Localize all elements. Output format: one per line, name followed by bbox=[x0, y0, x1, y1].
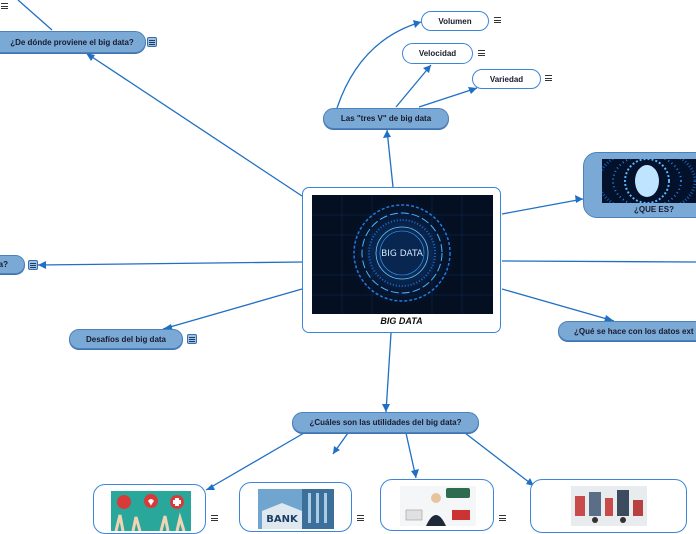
central-topic-title: BIG DATA bbox=[380, 316, 423, 326]
arrowhead bbox=[413, 20, 421, 28]
central-topic-big-data[interactable]: BIG DATA BIG DATA bbox=[302, 187, 501, 333]
connector-center-desafios bbox=[162, 288, 303, 330]
utilidad-card-bank[interactable]: BANK bbox=[239, 482, 352, 532]
arrowhead bbox=[411, 469, 419, 478]
utilidad-card-health[interactable] bbox=[93, 484, 206, 534]
connector-utilidades-card4 bbox=[464, 432, 535, 487]
topic-label: ¿QUE ES? bbox=[633, 205, 674, 214]
notes-icon[interactable] bbox=[1, 2, 8, 10]
topic-tres-v[interactable]: Las "tres V" de big data bbox=[323, 108, 449, 129]
businessman-image bbox=[400, 486, 476, 526]
arrowhead bbox=[468, 87, 477, 94]
arrowhead bbox=[383, 130, 391, 138]
binary-tunnel-image bbox=[602, 159, 696, 203]
utilidad-card-business[interactable] bbox=[380, 479, 494, 531]
notes-icon[interactable] bbox=[545, 74, 552, 82]
topic-label: ¿Cuáles son las utilidades del big data? bbox=[309, 418, 462, 427]
topic-desafios[interactable]: Desafíos del big data bbox=[69, 329, 183, 349]
notes-icon[interactable] bbox=[478, 49, 485, 57]
arrowhead bbox=[333, 446, 340, 454]
connector-center-que-se-hace bbox=[501, 288, 615, 322]
connector-center-de-donde bbox=[85, 52, 303, 197]
arrowhead bbox=[206, 484, 215, 490]
topic-label: ¿De dónde proviene el big data? bbox=[10, 37, 134, 47]
connector-utilidades-card1 bbox=[205, 432, 305, 491]
topic-que-es[interactable]: ¿QUE ES? bbox=[583, 152, 696, 218]
arrowhead bbox=[38, 261, 46, 269]
connector-center-utilidades bbox=[385, 332, 392, 413]
arrowhead bbox=[86, 53, 95, 61]
topic-label: ¿Qué se hace con los datos ext bbox=[574, 326, 694, 336]
people-charts-image bbox=[571, 486, 647, 526]
notes-icon[interactable] bbox=[211, 514, 218, 522]
topic-label: Las "tres V" de big data bbox=[340, 114, 432, 123]
subtopic-variedad[interactable]: Variedad bbox=[472, 69, 541, 89]
connector-tres-v-volumen bbox=[336, 21, 422, 109]
subtopic-label: Volumen bbox=[438, 16, 472, 26]
bank-building-image: BANK bbox=[258, 489, 334, 529]
topic-que-se-hace[interactable]: ¿Qué se hace con los datos ext bbox=[558, 321, 696, 341]
utilidad-card-people[interactable] bbox=[530, 479, 687, 533]
subtopic-label: Velocidad bbox=[418, 49, 457, 58]
connector-center-tres-v bbox=[386, 129, 394, 188]
notes-icon[interactable] bbox=[187, 334, 197, 344]
topic-de-donde-proviene[interactable]: ¿De dónde proviene el big data? bbox=[0, 31, 146, 53]
topic-left-partial[interactable]: a? bbox=[0, 255, 25, 274]
arrowhead bbox=[575, 195, 583, 203]
topic-label: a? bbox=[0, 260, 8, 269]
notes-icon[interactable] bbox=[494, 16, 501, 24]
arrowhead bbox=[382, 404, 390, 412]
topic-label: Desafíos del big data bbox=[85, 334, 167, 344]
notes-icon[interactable] bbox=[28, 260, 38, 270]
subtopic-label: Variedad bbox=[489, 74, 524, 84]
connector-center-right bbox=[501, 260, 696, 263]
big-data-image-text: BIG DATA bbox=[381, 249, 424, 259]
connector-center-que-es bbox=[501, 198, 584, 215]
big-data-image: BIG DATA bbox=[312, 195, 493, 314]
connector-top-left bbox=[17, 0, 53, 31]
notes-icon[interactable] bbox=[357, 514, 364, 522]
topic-utilidades[interactable]: ¿Cuáles son las utilidades del big data? bbox=[292, 412, 479, 433]
subtopic-velocidad[interactable]: Velocidad bbox=[402, 43, 473, 64]
connector-tres-v-velocidad bbox=[395, 64, 432, 108]
connector-tres-v-variedad bbox=[418, 87, 478, 108]
subtopic-volumen[interactable]: Volumen bbox=[421, 11, 489, 31]
notes-icon[interactable] bbox=[499, 514, 506, 522]
notes-icon[interactable] bbox=[147, 37, 157, 47]
connector-center-left bbox=[37, 261, 303, 266]
health-hands-image bbox=[111, 491, 191, 531]
big-data-circle-graphic: BIG DATA bbox=[312, 195, 493, 314]
arrowhead bbox=[604, 315, 614, 322]
arrowhead bbox=[423, 65, 431, 73]
